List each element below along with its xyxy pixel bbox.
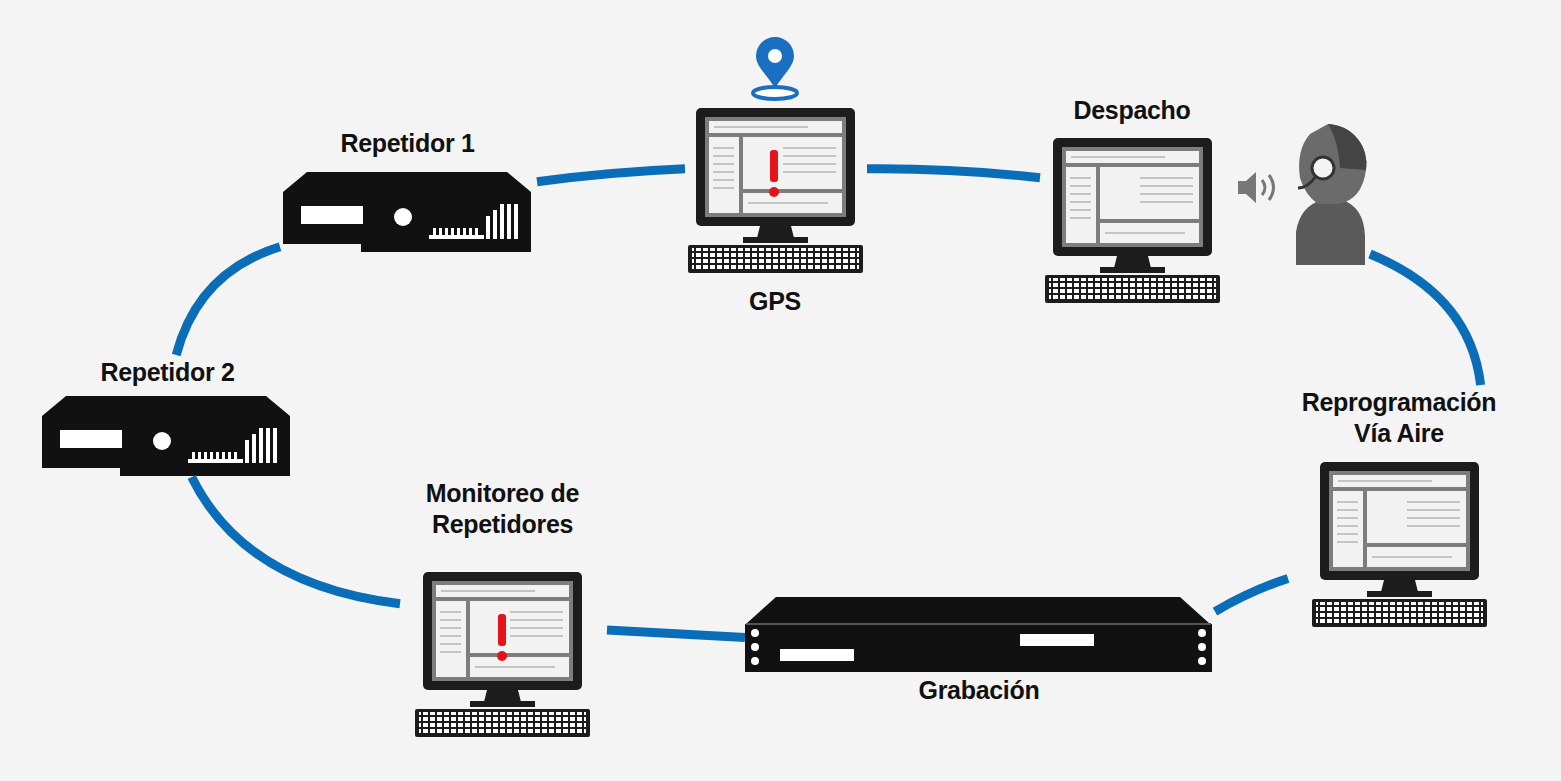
network-link [607, 630, 745, 638]
device-node: Repetidor 2 [40, 355, 297, 477]
gps-pin [753, 37, 797, 99]
device-label: Grabación [745, 675, 1213, 706]
device-node: Reprogramación Vía Aire [1288, 385, 1512, 633]
alert-symbol [497, 614, 507, 661]
computer-icon [1312, 462, 1487, 627]
network-link [867, 169, 1040, 178]
device-node: GPS [685, 40, 867, 320]
network-link [176, 247, 280, 355]
dispatcher-figure [1238, 124, 1366, 265]
device-label: Monitoreo de Repetidores [400, 478, 605, 539]
computer-icon [688, 108, 863, 273]
network-link [537, 169, 685, 182]
device-label: Repetidor 2 [40, 357, 295, 388]
computer-icon [415, 572, 590, 737]
device-label: Repetidor 1 [280, 128, 535, 159]
repeater-icon [283, 172, 531, 252]
device-node: Grabación [745, 595, 1215, 713]
device-label: Despacho [1042, 95, 1222, 126]
server-icon [745, 597, 1212, 672]
device-node: Repetidor 1 [280, 128, 537, 253]
network-link [192, 477, 400, 604]
device-node: Despacho [1040, 95, 1370, 307]
repeater-icon [42, 396, 290, 476]
computer-icon [1045, 138, 1220, 303]
device-node: Monitoreo de Repetidores [400, 478, 607, 740]
network-link [1215, 578, 1288, 611]
alert-symbol [769, 150, 779, 197]
device-label: Reprogramación Vía Aire [1288, 387, 1510, 448]
device-label: GPS [685, 286, 865, 317]
network-link [1370, 254, 1481, 385]
